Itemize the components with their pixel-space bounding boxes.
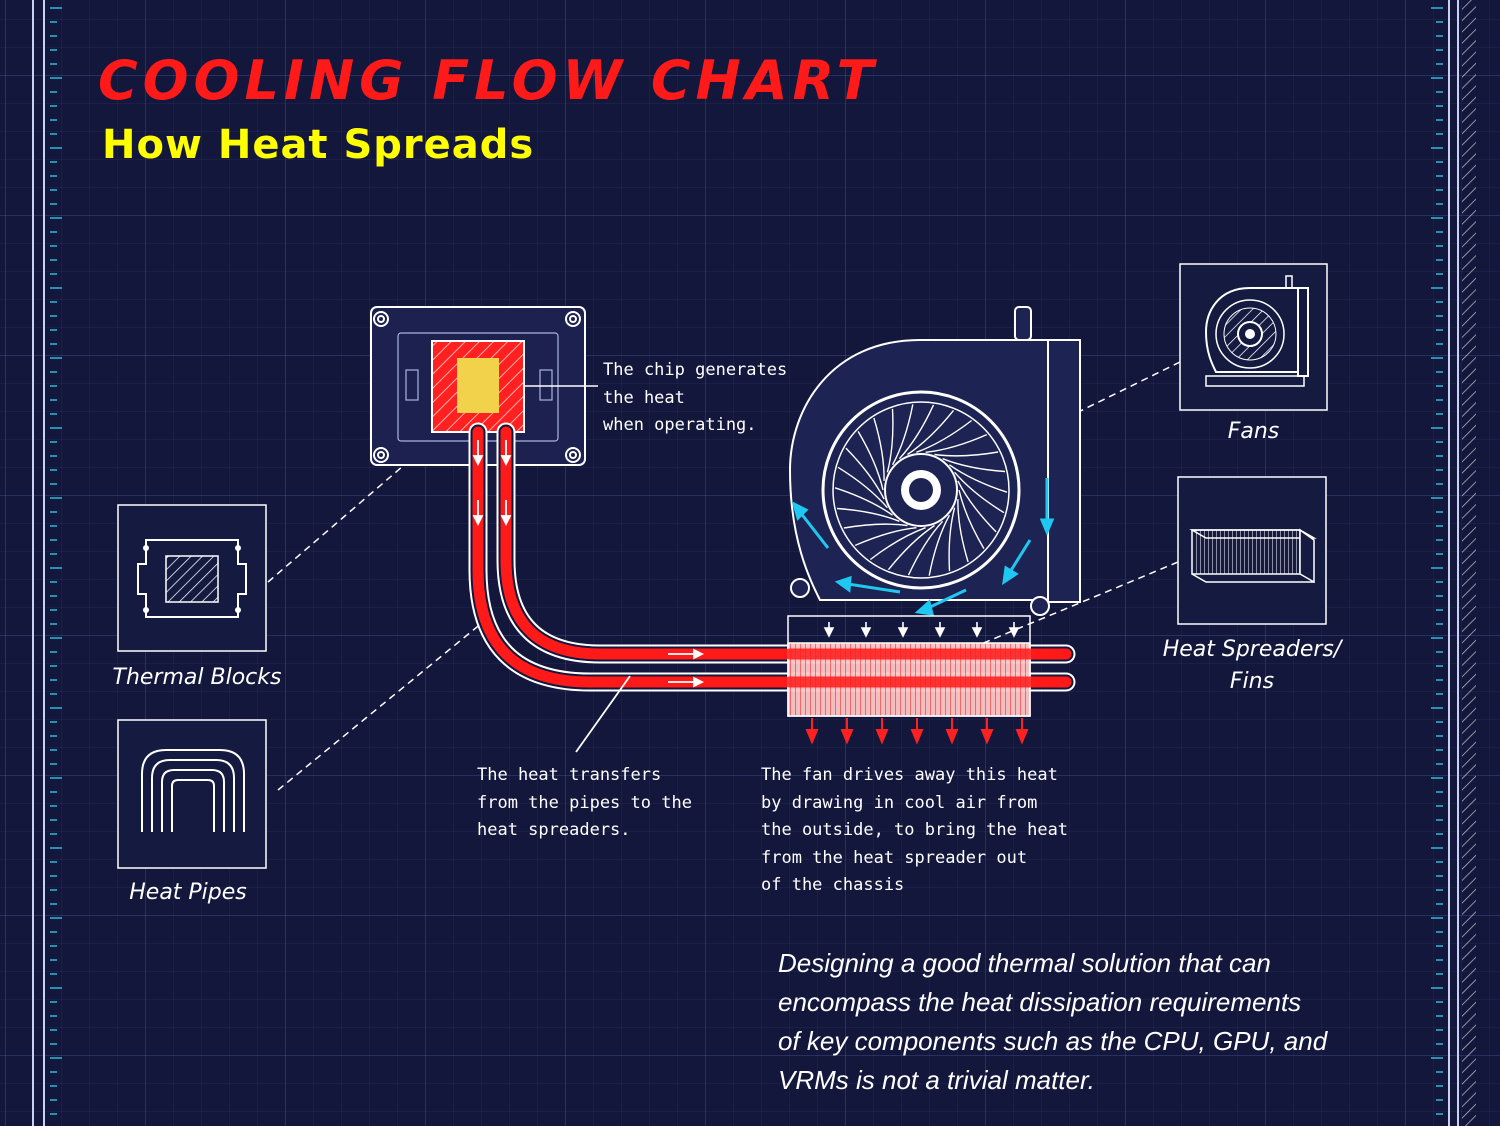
summary-paragraph: Designing a good thermal solution that c…	[778, 948, 1328, 1095]
fan-blade	[834, 487, 894, 516]
fan-blade	[898, 404, 935, 460]
fan-blade	[934, 451, 999, 457]
heat-pipes	[468, 422, 1076, 692]
fan-blade	[845, 447, 885, 500]
fan-blade	[857, 431, 884, 491]
fan-blade	[891, 404, 914, 466]
exhaust-arrow-head	[910, 729, 924, 745]
pipes-pointer-line	[575, 675, 631, 753]
fan-blade	[854, 527, 917, 547]
fans-thumb	[1179, 263, 1328, 411]
fan-blade	[925, 433, 988, 453]
fan-blade	[954, 471, 1005, 514]
fan-blade	[837, 466, 888, 509]
thermal-blocks-thumb	[117, 504, 267, 652]
exhaust-arrow-head	[805, 729, 819, 745]
fan-note: The fan drives away this heat by drawing…	[761, 765, 1069, 895]
fan-blade	[886, 408, 894, 473]
heat-spreaders-thumb	[1177, 476, 1327, 625]
fan-blade	[907, 409, 955, 456]
frame-border	[32, 0, 1459, 1126]
page-title: COOLING FLOW CHART	[98, 49, 879, 112]
fan-blade	[928, 514, 951, 576]
cpu-chip	[370, 306, 586, 466]
chip-note: The chip generates the heat when operati…	[603, 360, 788, 435]
fan-blade	[957, 499, 969, 563]
exhaust-arrow-head	[875, 729, 889, 745]
heat-pipes-label: Heat Pipes	[129, 880, 247, 905]
page-subtitle: How Heat Spreads	[102, 122, 535, 168]
thermal-blocks-label: Thermal Blocks	[112, 665, 282, 690]
fan-blade	[873, 417, 885, 481]
heat-spreaders-label: Heat Spreaders/ Fins	[1162, 637, 1342, 694]
right-hatched-strip	[1462, 0, 1476, 1126]
fan-blade	[958, 489, 985, 549]
left-ruler	[50, 7, 62, 1115]
fan-blade	[948, 464, 1008, 493]
fan-blade	[948, 507, 956, 572]
fan-blade	[843, 523, 908, 529]
fans-label: Fans	[1227, 419, 1280, 444]
fan-blade	[869, 527, 926, 561]
exhaust-arrow-head	[840, 729, 854, 745]
exhaust-arrows	[805, 718, 1029, 745]
fan-blade	[887, 524, 935, 571]
fan-blade	[942, 458, 1006, 473]
heat-pipes-thumb	[117, 719, 267, 869]
exhaust-arrow-head	[1015, 729, 1029, 745]
fan-assembly	[788, 306, 1081, 638]
chip-core	[457, 358, 499, 413]
fan-blade	[957, 480, 997, 533]
exhaust-arrow-head	[945, 729, 959, 745]
exhaust-arrow-head	[980, 729, 994, 745]
pipes-note: The heat transfers from the pipes to the…	[477, 765, 692, 840]
fan-blade	[916, 419, 973, 453]
right-ruler	[1431, 7, 1443, 1115]
fan-blade	[907, 520, 944, 576]
fan-blade	[836, 507, 900, 522]
heat-spreader-fins	[784, 615, 1072, 717]
